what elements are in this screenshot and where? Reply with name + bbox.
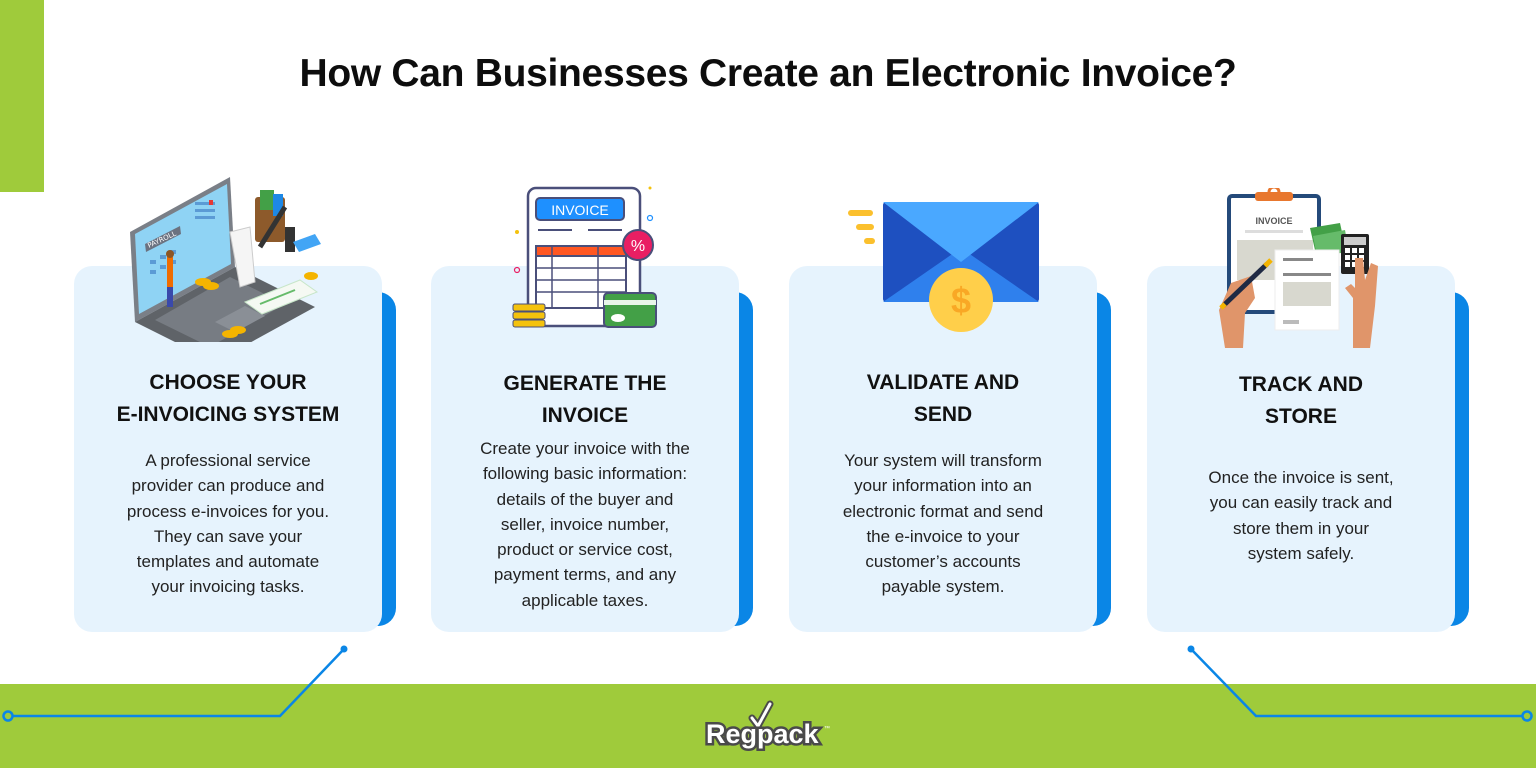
footer-band — [0, 684, 1536, 768]
svg-text:INVOICE: INVOICE — [1255, 216, 1292, 226]
invoice-document-icon: INVOICE % — [512, 186, 657, 328]
card-title: GENERATE THE INVOICE — [503, 372, 667, 427]
card-body-panel: VALIDATE AND SEND Your system will trans… — [789, 266, 1097, 632]
svg-text:$: $ — [951, 280, 971, 321]
card-description: Your system will transform your informat… — [842, 451, 1044, 597]
step-card-generate-invoice: GENERATE THE INVOICE Create your invoice… — [431, 266, 753, 632]
svg-text:Regpack: Regpack — [706, 719, 820, 749]
card-body-panel: GENERATE THE INVOICE Create your invoice… — [431, 266, 739, 632]
card-description: A professional service provider can prod… — [126, 451, 330, 597]
clipboard-invoice-icon: INVOICE — [1219, 188, 1378, 348]
card-description: Once the invoice is sent, you can easily… — [1208, 468, 1394, 563]
card-description: Create your invoice with the following b… — [480, 439, 690, 610]
green-corner-accent — [0, 0, 44, 192]
card-title: VALIDATE AND SEND — [866, 371, 1020, 426]
laptop-payroll-icon: PAYROLL — [130, 177, 321, 342]
regpack-logo: Regpack ™ — [704, 700, 830, 752]
svg-text:™: ™ — [824, 725, 830, 732]
step-card-validate-send: VALIDATE AND SEND Your system will trans… — [789, 266, 1111, 632]
card-title: TRACK AND STORE — [1238, 373, 1364, 428]
page-title: How Can Businesses Create an Electronic … — [299, 52, 1237, 95]
svg-text:INVOICE: INVOICE — [551, 202, 609, 218]
envelope-dollar-icon: $ — [848, 202, 1039, 332]
card-title: CHOOSE YOUR E-INVOICING SYSTEM — [116, 371, 340, 426]
svg-text:%: % — [631, 238, 645, 255]
